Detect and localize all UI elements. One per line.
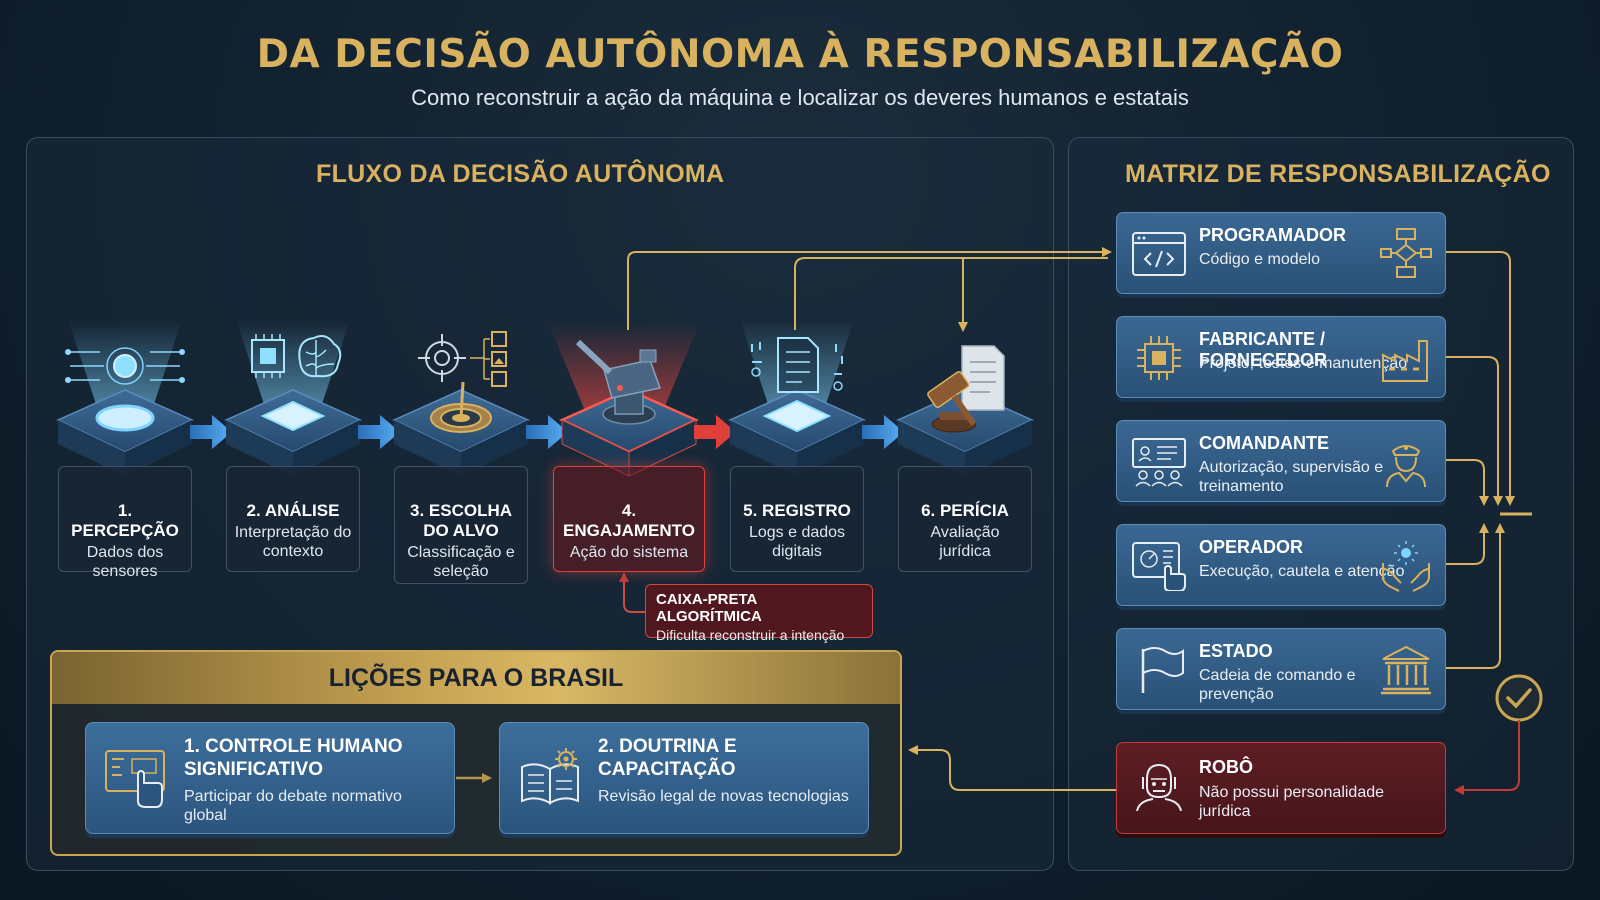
institution-icon [1381,645,1431,695]
step-name: 6. PERÍCIA [921,501,1009,520]
flow-step[interactable]: 3. ESCOLHA DO ALVO Classificação e seleç… [394,466,528,584]
role-title: COMANDANTE [1199,433,1329,453]
role-desc: Execução, cautela e atenção [1199,563,1405,580]
lessons-panel: LIÇÕES PARA O BRASIL 1. CONTROLE HUMANO … [50,650,902,856]
role-title: OPERADOR [1199,537,1304,557]
hands-icon [1382,541,1430,592]
role-card-robo[interactable]: ROBÔ Não possui personalidade jurídica [1116,742,1446,834]
role-title: ESTADO [1199,641,1273,661]
lesson-title: 2. DOUTRINA E CAPACITAÇÃO [598,736,737,780]
role-card-operador[interactable]: OPERADOR Execução, cautela e atenção [1116,524,1446,606]
role-desc: Não possui personalidade jurídica [1199,784,1385,820]
flow-step[interactable]: 1. PERCEPÇÃO Dados dos sensores [58,466,192,580]
role-card-programador[interactable]: PROGRAMADOR Código e modelo [1116,212,1446,294]
blackbox-title: CAIXA-PRETA ALGORÍTMICA [656,591,762,625]
step-desc: Dados dos sensores [86,544,164,580]
flow-step[interactable]: 6. PERÍCIA Avaliação jurídica [898,466,1032,572]
step-name: 5. REGISTRO [743,501,851,520]
lesson-desc: Revisão legal de novas tecnologias [598,788,849,805]
step-desc: Interpretação do contexto [234,524,352,560]
flowchart-icon [1380,228,1432,278]
role-desc: Projeto, testes e manutenção [1199,355,1408,372]
role-title: PROGRAMADOR [1199,225,1346,245]
role-title: FABRICANTE / FORNECEDOR [1199,329,1328,370]
lesson-desc: Participar do debate normativo global [184,788,402,824]
page-subtitle: Como reconstruir a ação da máquina e loc… [411,85,1189,110]
chip-icon [1137,336,1181,380]
matrix-panel-title: MATRIZ DE RESPONSABILIZAÇÃO [1125,160,1551,188]
flow-step[interactable]: 2. ANÁLISE Interpretação do contexto [226,466,360,572]
officer-icon [1386,445,1426,488]
step-desc: Logs e dados digitais [748,524,846,560]
step-desc: Classificação e seleção [407,544,515,580]
role-card-fabricante[interactable]: FABRICANTE / FORNECEDOR Projeto, testes … [1116,316,1446,398]
role-title: ROBÔ [1199,757,1253,777]
lesson-card[interactable]: 1. CONTROLE HUMANO SIGNIFICATIVO Partici… [85,722,455,834]
book-gear-icon [521,748,579,805]
step-name: 1. PERCEPÇÃO [71,501,179,540]
blackbox-desc: Dificulta reconstruir a intenção [656,627,845,643]
touch-screen-icon [105,750,165,808]
robot-head-icon [1136,763,1182,811]
page-title: DA DECISÃO AUTÔNOMA À RESPONSABILIZAÇÃO [256,32,1344,77]
role-card-comandante[interactable]: COMANDANTE Autorização, supervisão e tre… [1116,420,1446,502]
briefing-icon [1132,438,1186,487]
step-desc: Ação do sistema [569,544,689,561]
flow-step-active[interactable]: 4. ENGAJAMENTO Ação do sistema [553,466,705,572]
factory-icon [1382,340,1428,382]
flow-panel-title: FLUXO DA DECISÃO AUTÔNOMA [316,160,725,188]
role-desc: Cadeia de comando e prevenção [1199,667,1356,703]
blackbox-callout: CAIXA-PRETA ALGORÍTMICA Dificulta recons… [645,584,873,643]
control-panel-icon [1132,542,1186,591]
role-card-estado[interactable]: ESTADO Cadeia de comando e prevenção [1116,628,1446,710]
code-window-icon [1132,232,1186,276]
step-name: 2. ANÁLISE [246,501,340,520]
lessons-title: LIÇÕES PARA O BRASIL [52,652,900,704]
step-name: 4. ENGAJAMENTO [563,501,695,540]
lesson-card[interactable]: 2. DOUTRINA E CAPACITAÇÃO Revisão legal … [499,722,869,834]
flow-step[interactable]: 5. REGISTRO Logs e dados digitais [730,466,864,572]
step-desc: Avaliação jurídica [930,524,1000,560]
role-desc: Código e modelo [1199,251,1320,268]
step-name: 3. ESCOLHA DO ALVO [409,501,513,540]
flag-icon [1141,647,1184,693]
role-desc: Autorização, supervisão e treinamento [1199,459,1384,495]
lesson-title: 1. CONTROLE HUMANO SIGNIFICATIVO [184,736,403,780]
